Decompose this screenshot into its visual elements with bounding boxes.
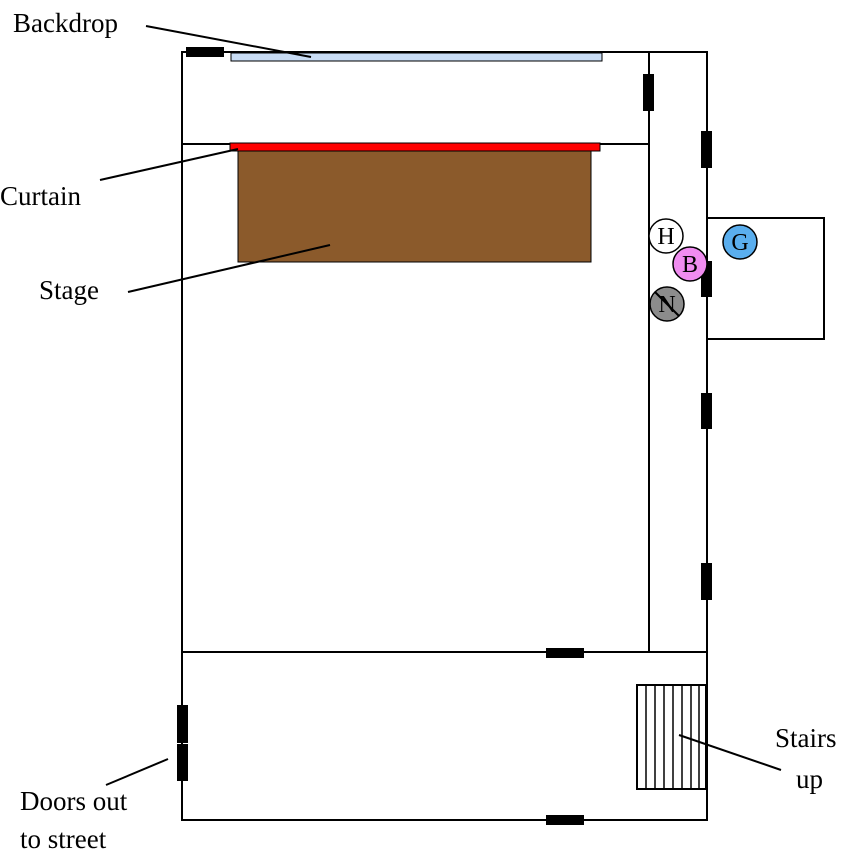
door-side-room (701, 261, 712, 297)
marker-g: G (722, 224, 758, 260)
door-lobby-hall (546, 648, 584, 658)
backdrop (230, 52, 603, 62)
street-door-lower (177, 744, 188, 781)
marker-h: H (648, 218, 684, 254)
street-door-upper (177, 705, 188, 743)
door-right-2 (701, 393, 712, 429)
doors-leader (105, 758, 169, 786)
curtain-leader (99, 148, 239, 181)
stairs-label-line2: up (796, 764, 823, 794)
backdrop-leader (145, 25, 312, 58)
stage-label: Stage (39, 275, 99, 305)
marker-h-letter: H (657, 224, 674, 250)
side-room (707, 217, 825, 340)
stairs (636, 684, 707, 790)
marker-g-letter: G (731, 230, 748, 256)
backdrop-label: Backdrop (13, 8, 118, 38)
door-bottom (546, 815, 584, 825)
outer-wall (181, 51, 708, 821)
door-backstage (643, 74, 654, 111)
strike-icon (654, 291, 680, 317)
stage-platform (237, 150, 592, 263)
doors-label-line2: to street (20, 824, 107, 854)
curtain (229, 142, 601, 152)
stage-leader (127, 244, 331, 293)
door-right-1 (701, 131, 712, 168)
stairs-label-line1: Stairs (775, 723, 837, 753)
marker-b-letter: B (682, 252, 698, 278)
door-right-3 (701, 563, 712, 600)
curtain-label: Curtain (0, 181, 81, 211)
doors-label-line1: Doors out (20, 786, 128, 816)
door-top-left (186, 47, 224, 57)
stairs-leader (678, 734, 782, 771)
marker-n: N (649, 286, 685, 322)
marker-b: B (672, 246, 708, 282)
